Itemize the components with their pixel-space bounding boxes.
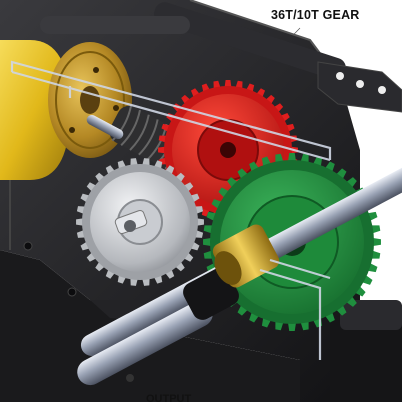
gear-ratio-label: 36T/10T GEAR [271,8,360,22]
motor [0,16,190,180]
silver-gear [76,158,204,286]
output-label: OUTPUT [146,393,192,405]
